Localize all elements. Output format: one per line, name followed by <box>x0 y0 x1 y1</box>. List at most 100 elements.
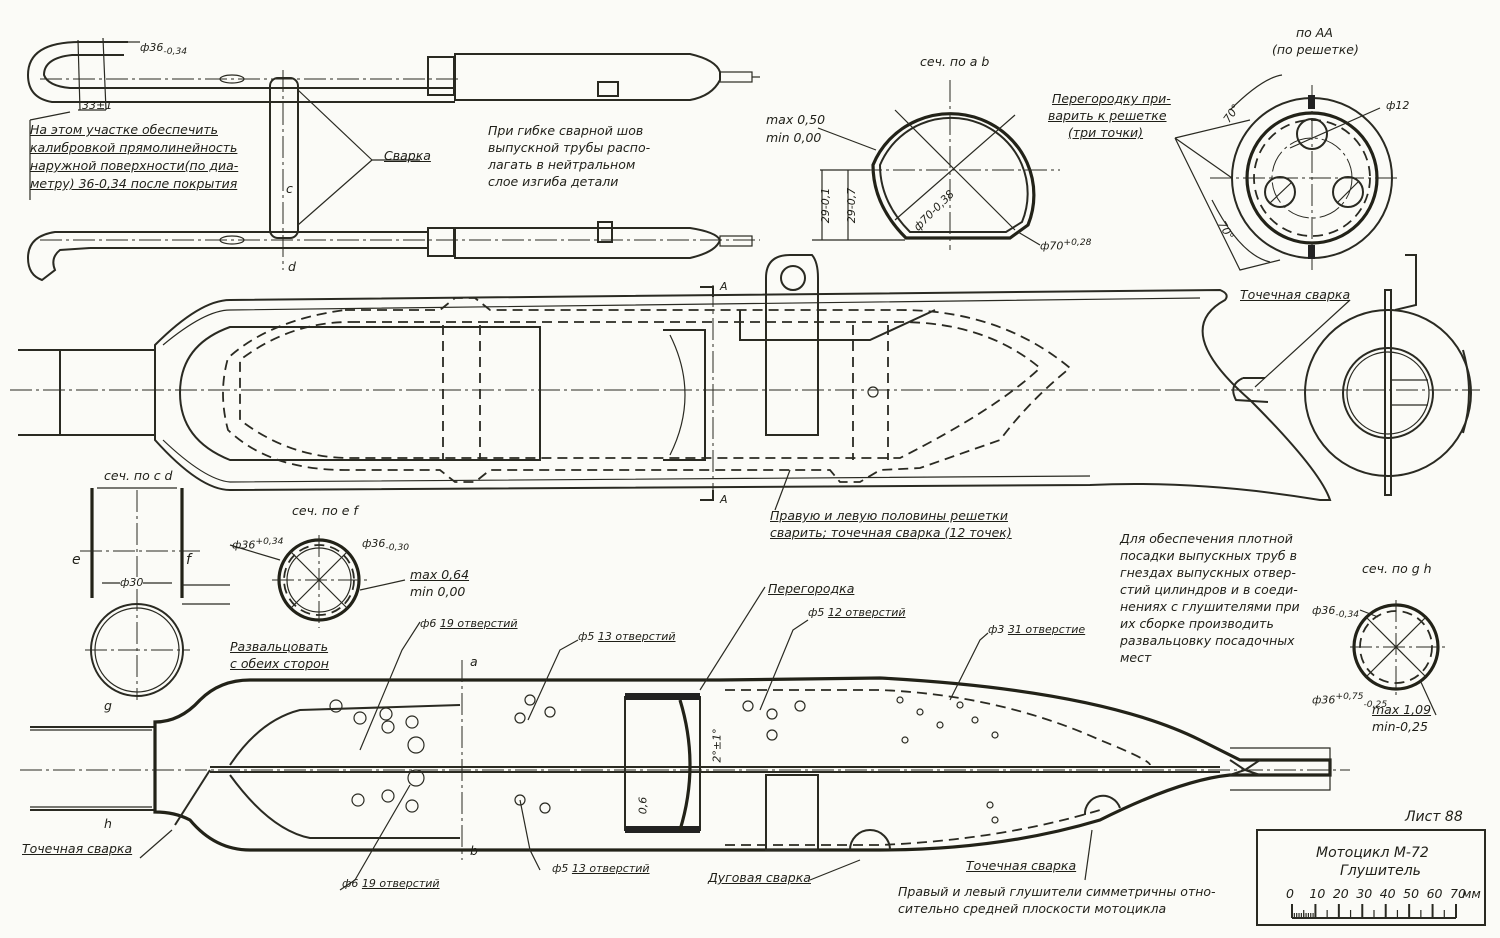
scale-tick-label: 60 <box>1426 886 1443 901</box>
section-AA-title-2: (по решетке) <box>1272 42 1359 57</box>
note-straightness-3: наружной поверхности(по диа- <box>30 158 239 173</box>
note-grille-2: сварить; точечная сварка (12 точек) <box>770 525 1012 540</box>
scale-tick-label: 70 <box>1450 886 1466 901</box>
scale-tick-label: 10 <box>1309 886 1326 901</box>
holes-3-count: 31 отверстие <box>1007 623 1086 636</box>
partition-angle: 2°±1° <box>710 728 724 763</box>
leader-lines <box>139 586 1093 891</box>
note-flare-2: с обеих сторон <box>230 656 329 671</box>
tube-diameter-tol: -0,34 <box>163 46 188 58</box>
section-view-drawing <box>20 660 1350 860</box>
section-ab-outer-dim: ф70+0,28 <box>1040 238 1091 252</box>
tube-diameter-value: ф36 <box>140 41 164 54</box>
length-dim: 33±1 <box>82 99 113 112</box>
section-mark-d: d <box>288 259 296 274</box>
note-partition-3: (три точки) <box>1068 125 1144 140</box>
partition-label: Перегородка <box>768 581 855 596</box>
section-ab-drawing <box>812 80 1060 250</box>
note-flare-1: Развальцовать <box>230 639 329 654</box>
tube-diameter-dim: ф36-0,34 <box>140 42 187 56</box>
lower-pipe-bend <box>26 231 91 282</box>
section-gh-outer-tol: -0,34 <box>1335 609 1360 621</box>
section-ab-outer-value: ф70 <box>1040 239 1064 253</box>
holes-5-right-count: 12 отверстий <box>827 606 906 619</box>
section-mark-g: g <box>104 698 112 713</box>
partition-gap-dim: 0,6 <box>636 796 650 815</box>
spot-weld-right-label: Точечная сварка <box>966 858 1077 873</box>
hole-markers <box>329 694 999 824</box>
note-straightness-2: калибровкой прямолинейность <box>30 140 238 155</box>
arc-weld-label: Дуговая сварка <box>708 870 811 885</box>
section-ab-outer <box>871 112 1036 240</box>
holes-6-top-count: 19 отверстий <box>439 617 518 630</box>
lower-muffler-body <box>454 227 722 259</box>
holes-5-bottom-dia: ф5 <box>552 862 569 875</box>
section-cd-title: сеч. по c d <box>104 468 173 483</box>
section-AA-drawing <box>1174 74 1400 271</box>
grille-hole-dim: ф12 <box>1386 99 1410 112</box>
section-gh-drawing <box>1350 600 1445 716</box>
scale-tick-label: 30 <box>1356 886 1373 901</box>
scale-unit: мм <box>1462 886 1481 901</box>
note-bending: При гибке сварной шов выпускной трубы ра… <box>488 123 651 189</box>
holes-5-bottom: ф5 13 отверстий <box>552 863 650 874</box>
section-ef-gap-min: min 0,00 <box>410 584 466 599</box>
holes-3: ф3 31 отверстие <box>988 624 1085 635</box>
section-gh-outer-value: ф36 <box>1312 604 1336 617</box>
weld-label: Сварка <box>384 148 431 163</box>
title-product: Мотоцикл М-72 <box>1316 845 1429 861</box>
section-ab-gap-max: max 0,50 <box>766 112 826 127</box>
section-gh-inner-tol-upper: +0,75 <box>1335 691 1364 702</box>
scale-tick-label: 20 <box>1332 886 1349 901</box>
inner-window <box>178 326 541 461</box>
section-inlet <box>30 726 156 811</box>
section-arrow-label-bottom: А <box>720 493 728 506</box>
section-ab-gap-min: min 0,00 <box>766 130 822 145</box>
side-view-drawing <box>10 254 1480 511</box>
section-gh-title: сеч. по g h <box>1362 561 1432 576</box>
section-ef-left-dim: ф36+0,34 <box>232 537 283 551</box>
holes-6-top-dia: ф6 <box>420 617 437 630</box>
scale-tick-label: 50 <box>1403 886 1420 901</box>
section-outline <box>153 676 1332 852</box>
holes-5-bottom-count: 13 отверстий <box>571 862 650 875</box>
holes-5-top-count: 13 отверстий <box>597 630 676 643</box>
note-fit: Для обеспечения плотной посадки выпускны… <box>1120 531 1300 665</box>
note-symmetry: Правый и левый глушители симметричны отн… <box>898 884 1216 916</box>
scale-bar <box>1291 904 1457 918</box>
section-ef-right-tol: -0,30 <box>385 542 410 554</box>
grille-spot-weld-label: Точечная сварка <box>1240 287 1351 302</box>
section-mark-h: h <box>104 816 112 831</box>
muffler-outline <box>154 288 1332 501</box>
holes-5-top-dia: ф5 <box>578 630 595 643</box>
section-ab-title: сеч. по a b <box>920 54 990 69</box>
section-gh-inner-value: ф36 <box>1312 693 1336 707</box>
section-mark-f: f <box>186 552 191 568</box>
sheet-label: Лист 88 <box>1405 809 1463 825</box>
section-ef-gap-max: max 0,64 <box>410 567 470 582</box>
holes-5-right: ф5 12 отверстий <box>808 607 906 618</box>
section-ef-title: сеч. по e f <box>292 503 358 518</box>
section-gh-gap-max: max 1,09 <box>1372 702 1432 717</box>
inlet-pipe <box>18 349 61 436</box>
section-mark-c: c <box>286 181 293 196</box>
section-cd-inner-dim: ф30 <box>120 576 144 589</box>
holes-6-bottom: ф6 19 отверстий <box>342 878 440 889</box>
note-straightness-1: На этом участке обеспечить <box>30 122 218 137</box>
section-mark-e: e <box>72 552 81 568</box>
holes-5-top: ф5 13 отверстий <box>578 631 676 642</box>
section-gh-outer-dim: ф36-0,34 <box>1312 605 1359 619</box>
section-mark-a: a <box>470 654 478 669</box>
section-ab-outer-tol: +0,28 <box>1063 237 1092 248</box>
scale-tick-label: 40 <box>1379 886 1396 901</box>
section-ab-height-2: 29-0,7 <box>845 187 859 224</box>
note-grille-1: Правую и левую половины решетки <box>770 508 1008 523</box>
top-view-pipes <box>26 37 760 282</box>
note-partition-2: варить к решетке <box>1048 108 1167 123</box>
section-gh-inner-dim: ф36+0,75-0,25 <box>1312 692 1387 709</box>
end-view-drawing <box>1304 254 1472 496</box>
bracket <box>765 254 819 436</box>
holes-6-top: ф6 19 отверстий <box>420 618 518 629</box>
